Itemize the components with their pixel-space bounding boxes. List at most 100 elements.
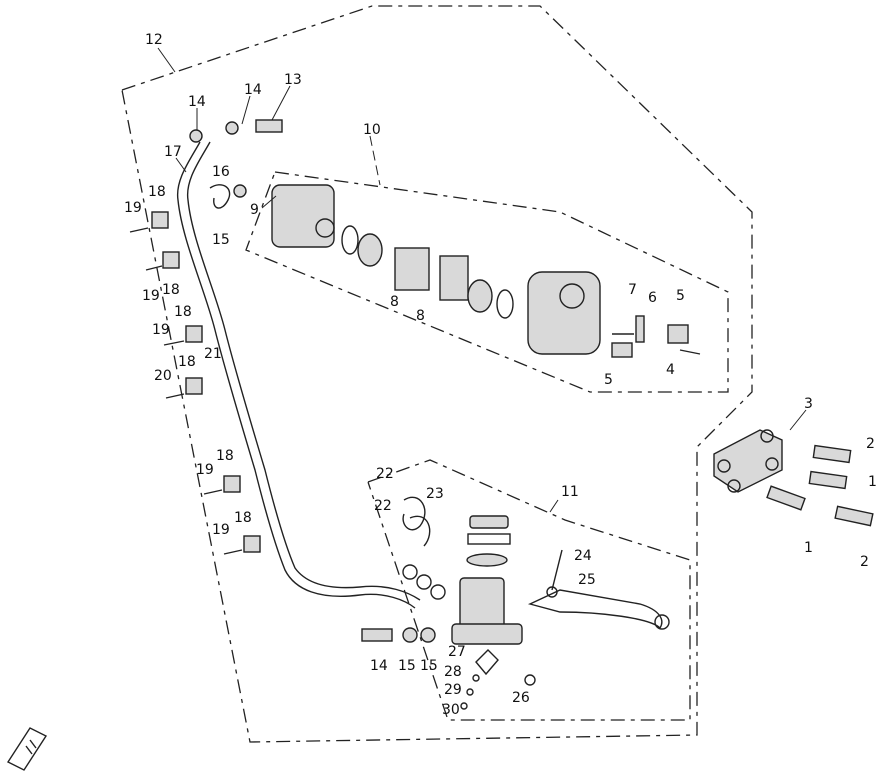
- leader-11: [549, 499, 559, 513]
- hose-clamp-3: [185, 325, 203, 343]
- washer-14-upper-left: [189, 129, 203, 143]
- lever-tip: [654, 614, 670, 630]
- washer-14-upper-right: [225, 121, 239, 135]
- clamp-screws: [129, 227, 243, 555]
- callout-1: 1: [868, 474, 877, 490]
- clamp-23-lower: [409, 515, 431, 547]
- banjo-bolt-13: [255, 119, 283, 133]
- orientation-arrow-detail-1: [29, 739, 37, 749]
- bushing-5b: [611, 342, 633, 358]
- clamp-23: [402, 496, 426, 531]
- caliper-bracket-assembly: [713, 429, 874, 527]
- callout-8: 8: [416, 308, 425, 324]
- orientation-arrow-body: [6, 727, 48, 771]
- callout-5: 5: [604, 372, 613, 388]
- screw-20: [165, 393, 185, 399]
- diaphragm: [466, 553, 508, 567]
- caliper-assembly: [271, 184, 701, 358]
- callout-22: 22: [374, 498, 392, 514]
- bolt-2-upper: [812, 444, 852, 464]
- master-cylinder-assembly: [361, 496, 670, 710]
- brake-pad-8b: [439, 255, 469, 301]
- callout-12: 12: [145, 32, 163, 48]
- callout-24: 24: [574, 548, 592, 564]
- callout-18: 18: [162, 282, 180, 298]
- bracket-hole-a: [760, 429, 774, 443]
- hose-clamp-2: [162, 251, 180, 269]
- switch-27: [475, 649, 499, 676]
- callout-16: 16: [212, 164, 230, 180]
- callout-2: 2: [866, 436, 875, 452]
- callout-4: 4: [666, 362, 675, 378]
- bracket-hole-b: [717, 459, 731, 473]
- screw-26: [524, 674, 536, 686]
- screw-19-3: [163, 340, 185, 346]
- leader-12: [157, 47, 176, 73]
- leader-14b: [241, 95, 251, 125]
- callout-labels: 12 14 14 13 10 17 16 15 9 18 19 19 18 8 …: [124, 32, 877, 718]
- callout-29: 29: [444, 682, 462, 698]
- leader-lines: [157, 47, 807, 513]
- seal-b: [416, 574, 432, 590]
- callout-28: 28: [444, 664, 462, 680]
- seal-a: [402, 564, 418, 580]
- screw-19-2: [145, 265, 163, 271]
- caliper-half-main: [527, 271, 601, 355]
- leader-13: [271, 85, 291, 121]
- callout-27: 27: [448, 644, 466, 660]
- callout-18: 18: [174, 304, 192, 320]
- callout-18: 18: [178, 354, 196, 370]
- callout-20: 20: [154, 368, 172, 384]
- assembly-10-boundary: [245, 171, 729, 393]
- bracket-hole-c: [765, 457, 779, 471]
- upper-banjo-fittings: [189, 119, 283, 209]
- caliper-piston-a: [357, 233, 383, 267]
- callout-18: 18: [216, 448, 234, 464]
- callout-30: 30: [442, 702, 460, 718]
- callout-23: 23: [426, 486, 444, 502]
- leader-9: [261, 195, 277, 209]
- washer-29: [466, 688, 474, 696]
- washer-15-a: [402, 627, 418, 643]
- callout-14: 14: [370, 658, 388, 674]
- leader-3: [789, 409, 807, 431]
- reservoir-cap: [469, 515, 509, 529]
- hose-clamp-5: [223, 475, 241, 493]
- callout-9: 9: [250, 202, 259, 218]
- hose-clamps: [151, 211, 261, 553]
- seal-c: [430, 584, 446, 600]
- callout-1: 1: [804, 540, 813, 556]
- pivot-25: [546, 586, 558, 598]
- brake-pad-8a: [394, 247, 430, 291]
- leader-17: [175, 157, 187, 173]
- caliper-seal-b: [341, 225, 359, 255]
- bolt-1-lower: [766, 485, 806, 511]
- callout-14: 14: [244, 82, 262, 98]
- caliper-half-9: [271, 184, 335, 248]
- assembly-12-boundary: [121, 5, 753, 743]
- leader-10: [369, 135, 381, 186]
- bolt-1-upper: [808, 470, 848, 490]
- callout-19: 19: [124, 200, 142, 216]
- screw-24: [551, 549, 563, 591]
- bushing-5a: [667, 324, 689, 344]
- screw-28: [472, 674, 480, 682]
- callout-18: 18: [234, 510, 252, 526]
- callout-18: 18: [148, 184, 166, 200]
- master-cylinder-body: [459, 577, 505, 631]
- callout-22: 22: [376, 466, 394, 482]
- caliper-seal-a: [315, 218, 335, 238]
- nut-30: [460, 702, 468, 710]
- caliper-piston-b: [467, 279, 493, 313]
- callout-19: 19: [212, 522, 230, 538]
- callout-10: 10: [363, 122, 381, 138]
- callout-3: 3: [804, 396, 813, 412]
- bracket-hole-d: [727, 479, 741, 493]
- callout-19: 19: [142, 288, 160, 304]
- callout-8: 8: [390, 294, 399, 310]
- screw-19-1: [129, 227, 149, 233]
- hose-clamp-1: [151, 211, 169, 229]
- callout-11: 11: [561, 484, 579, 500]
- washer-15-b: [420, 627, 436, 643]
